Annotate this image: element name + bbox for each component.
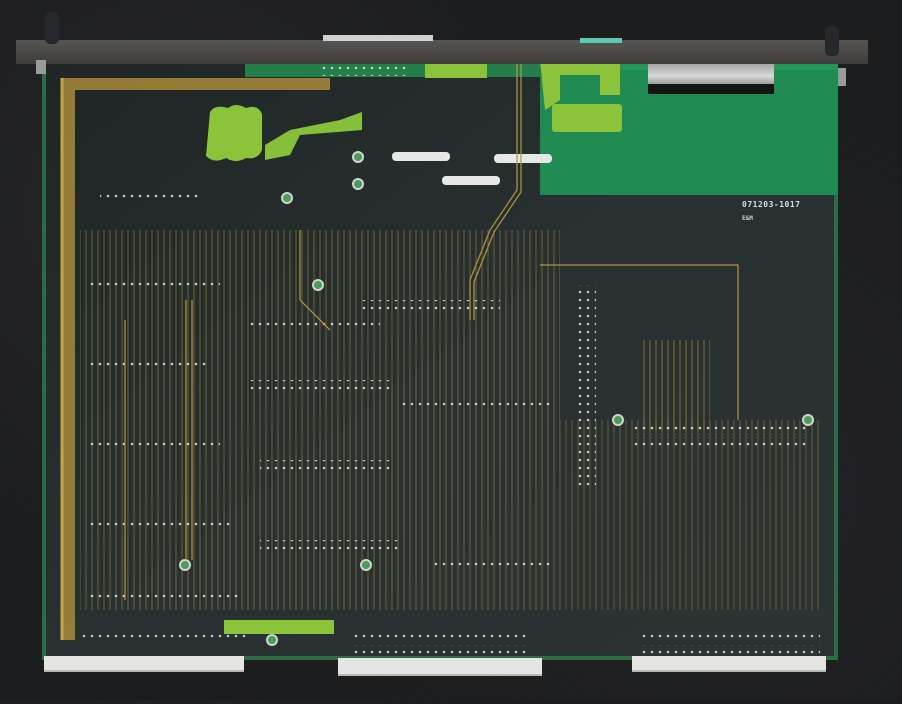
right-screw: [825, 26, 839, 56]
manufacturer-logo: E&M: [742, 215, 753, 222]
connector-right: [632, 656, 826, 672]
connector-middle: [338, 658, 542, 676]
part-number-label: 071203-1017: [742, 200, 801, 209]
left-screw: [45, 12, 59, 44]
connector-left: [44, 656, 244, 672]
front-panel-rail: [16, 40, 868, 64]
